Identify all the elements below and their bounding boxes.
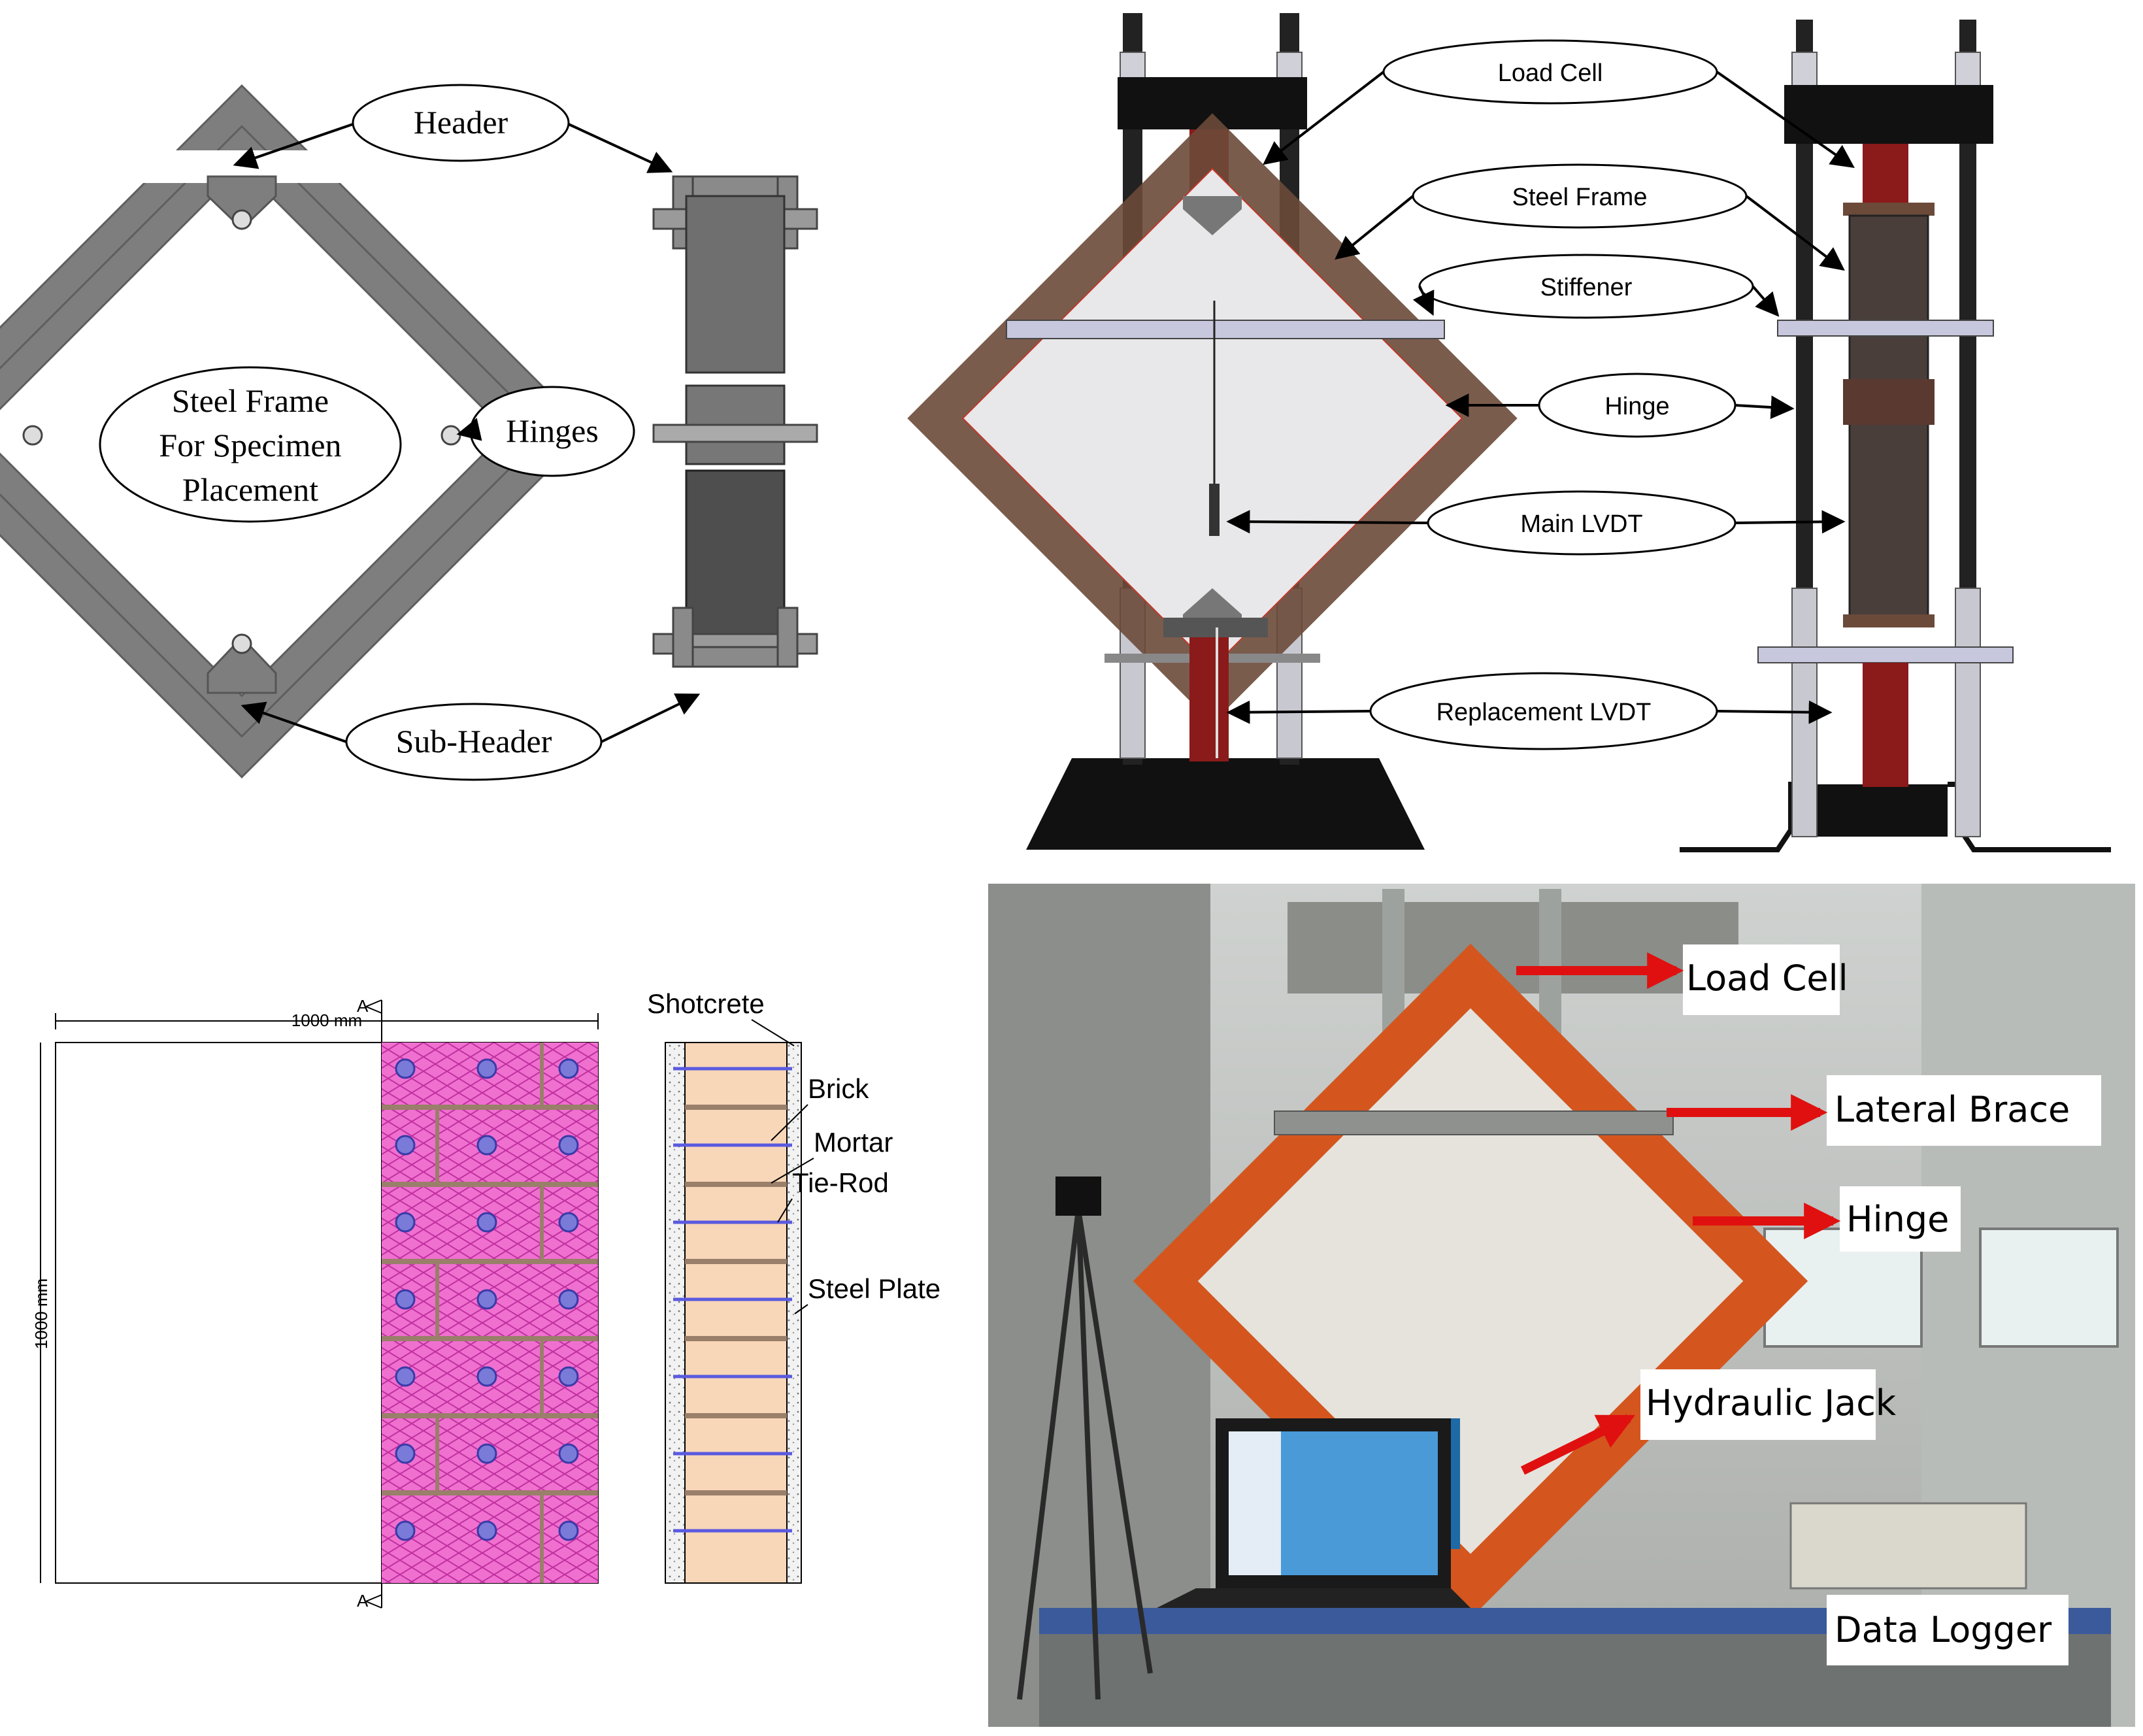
panel-b-test-rig-schematic: Load Cell Steel Frame Stiffener Hinge Ma… (907, 13, 2111, 852)
label-box-lateral-brace (1827, 1075, 2101, 1146)
label-shotcrete: Shotcrete (647, 988, 765, 1019)
label-data-logger: Data Logger (1835, 1609, 2052, 1650)
label-frame-line3: Placement (182, 471, 318, 508)
hinge-pin-left (22, 425, 43, 446)
label-box-load-cell (1683, 944, 1840, 1015)
label-tie-rod: Tie-Rod (792, 1167, 889, 1198)
hinge-pin-right (440, 425, 461, 446)
lateral-brace-photo (1274, 1110, 1674, 1135)
hydraulic-ram-front (1189, 637, 1229, 761)
rig-side-view (1680, 20, 2111, 852)
wall-cross-section (665, 1042, 802, 1584)
label-stiffener: Stiffener (1540, 274, 1633, 301)
hinge-pin-bottom (231, 633, 252, 654)
label-hinge-b: Hinge (1604, 393, 1669, 420)
label-hinges: Hinges (506, 412, 599, 449)
label-frame-line2: For Specimen (159, 427, 341, 463)
label-subheader: Sub-Header (396, 723, 552, 760)
header-block (207, 175, 277, 231)
diamond-steel-frame (0, 84, 590, 779)
label-mortar: Mortar (814, 1127, 893, 1158)
laptop-photo (1157, 1418, 1470, 1608)
hinge-pin-top (231, 209, 252, 230)
tripod-photo (1017, 1177, 1153, 1700)
panel-d-lab-photo: Load Cell Lateral Brace Hinge Hydraulic … (988, 884, 2135, 1727)
label-load-cell: Load Cell (1498, 59, 1603, 87)
label-hinge-photo: Hinge (1846, 1199, 1949, 1240)
tie-rod-anchors (395, 1058, 579, 1541)
label-lateral-brace: Lateral Brace (1835, 1089, 2070, 1130)
label-steel-frame-b: Steel Frame (1512, 184, 1648, 211)
section-mark-bottom: A (357, 1591, 369, 1611)
frame-side-view (652, 175, 818, 668)
panel-c-specimen-drawing: 1000 mm 1000 mm A A (31, 988, 940, 1611)
label-hydraulic-jack: Hydraulic Jack (1646, 1382, 1897, 1424)
mortar-joints (382, 1043, 598, 1583)
main-lvdt-front (1209, 484, 1220, 536)
subheader-block (207, 635, 277, 694)
label-box-hydraulic-jack (1640, 1369, 1876, 1440)
steel-mesh-panel (382, 1043, 598, 1583)
data-logger-device (1789, 1502, 2027, 1590)
label-header: Header (414, 104, 508, 141)
label-dim-width: 1000 mm (291, 1010, 362, 1030)
label-dim-height: 1000 mm (31, 1278, 51, 1349)
callout-steel-frame (99, 366, 402, 523)
callout-header (352, 84, 570, 162)
label-frame-line1: Steel Frame (172, 382, 329, 419)
stiffener-bar (1006, 320, 1445, 339)
panel-a-frame-schematic: Header Steel Frame For Specimen Placemen… (0, 84, 818, 781)
label-brick: Brick (808, 1073, 869, 1104)
label-load-cell-photo: Load Cell (1686, 958, 1848, 999)
label-steel-plate: Steel Plate (808, 1273, 940, 1304)
section-mark-top: A (357, 996, 369, 1016)
rig-front-view (907, 13, 1518, 850)
label-main-lvdt: Main LVDT (1520, 510, 1642, 538)
label-box-hinge (1840, 1186, 1961, 1252)
label-box-data-logger (1827, 1595, 2068, 1665)
rig-base (1026, 758, 1425, 850)
label-replacement-lvdt: Replacement LVDT (1437, 699, 1652, 726)
